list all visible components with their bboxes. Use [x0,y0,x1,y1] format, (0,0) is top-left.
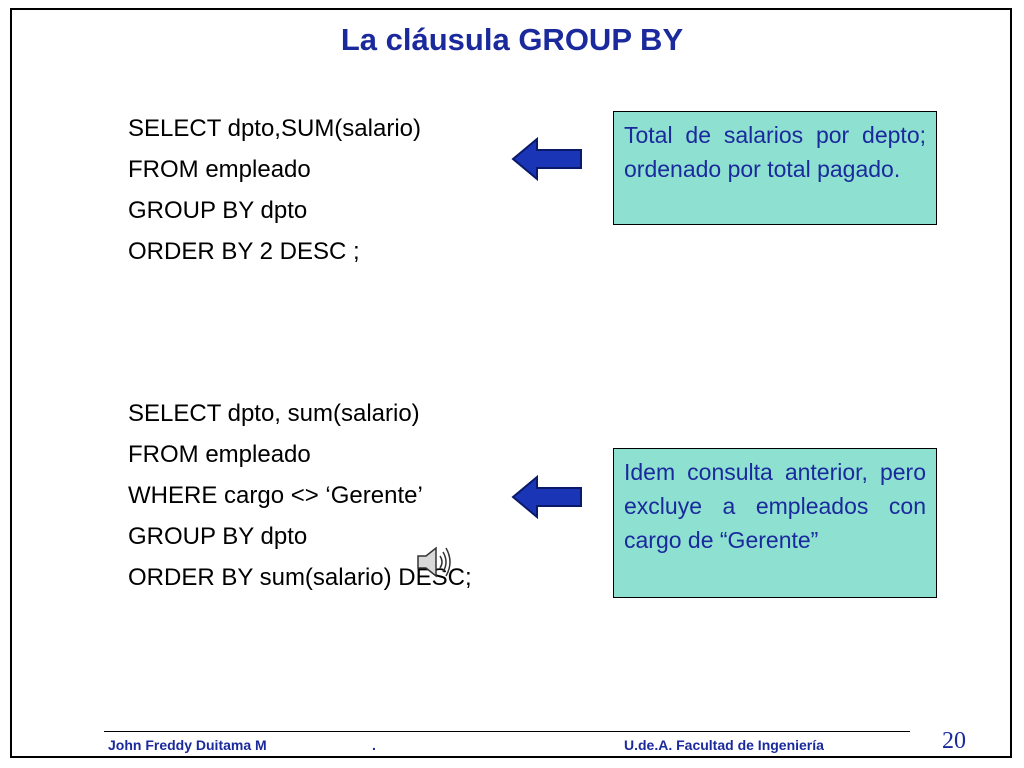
left-arrow-icon [511,137,582,181]
sql-line: FROM empleado [128,156,311,183]
footer-author: John Freddy Duitama M [108,737,267,753]
sql-line: ORDER BY 2 DESC ; [128,238,360,265]
sql-line: WHERE cargo <> ‘Gerente’ [128,482,423,509]
sql-line: ORDER BY sum(salario) DESC; [128,564,472,591]
sql-query-1: SELECT dpto,SUM(salario) FROM empleado G… [128,108,421,272]
slide-frame [10,8,1012,758]
page-number: 20 [942,728,966,754]
left-arrow-icon [511,475,582,519]
explanation-note-1: Total de salarios por depto; ordenado po… [613,111,937,225]
sql-line: GROUP BY dpto [128,197,308,224]
explanation-note-2: Idem consulta anterior, pero excluye a e… [613,448,937,598]
footer-separator: . [372,737,376,753]
sql-line: FROM empleado [128,441,311,468]
footer-institution: U.de.A. Facultad de Ingeniería [624,737,824,753]
footer-divider [104,731,910,732]
speaker-icon[interactable] [414,544,456,580]
sql-line: GROUP BY dpto [128,523,308,550]
sql-line: SELECT dpto,SUM(salario) [128,115,421,142]
slide-title: La cláusula GROUP BY [340,22,684,57]
sql-query-2: SELECT dpto, sum(salario) FROM empleado … [128,393,472,598]
sql-line: SELECT dpto, sum(salario) [128,400,420,427]
